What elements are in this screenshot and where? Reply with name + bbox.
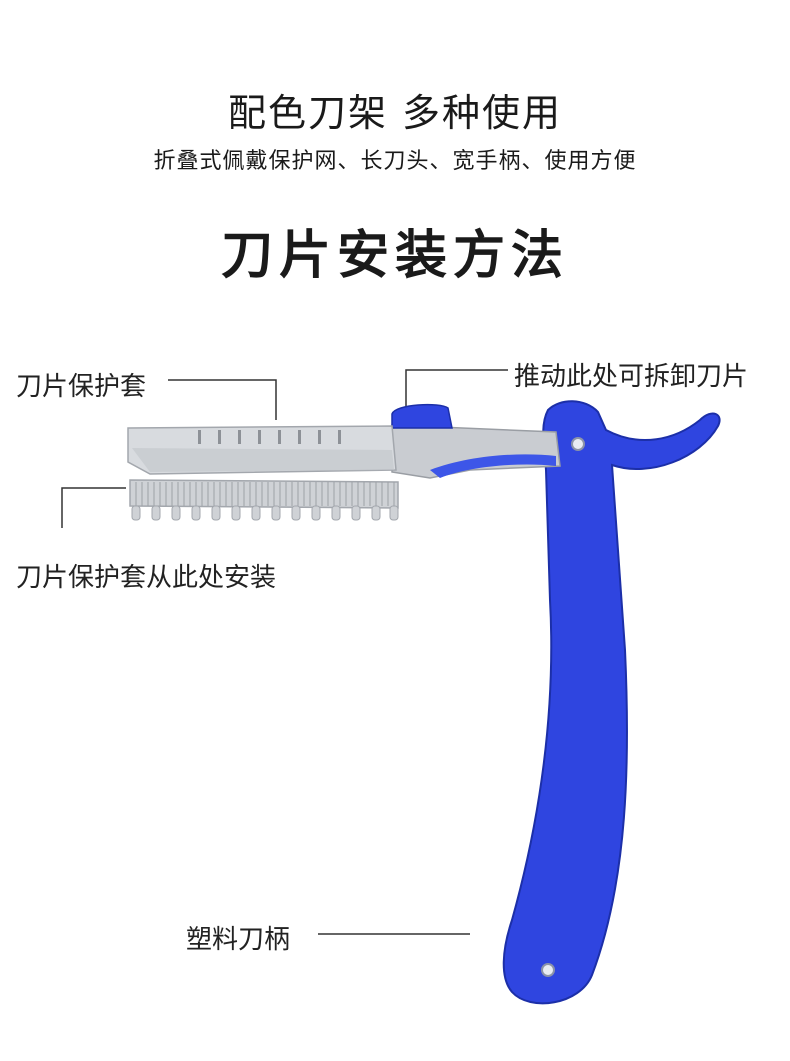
comb-guard-teeth (131, 505, 399, 521)
razor-handle (502, 400, 721, 1005)
handle-rivet-top (571, 437, 585, 451)
blade-top-shade (132, 448, 394, 472)
install-leader-line (61, 487, 126, 528)
guard-leader-line (168, 379, 277, 420)
release-slider (391, 403, 453, 429)
blade-guard-slots (198, 430, 341, 444)
guard-callout: 刀片保护套 (16, 372, 147, 402)
handle-rivet-bottom (541, 963, 555, 977)
release-callout: 推动此处可拆卸刀片 (514, 362, 749, 392)
holder-clip (430, 454, 556, 478)
install-callout: 刀片保护套从此处安装 (16, 563, 277, 593)
comb-guard-ridges (135, 482, 395, 506)
handle-callout: 塑料刀柄 (186, 925, 291, 955)
leader-lines (61, 369, 508, 935)
section-title: 刀片安装方法 (220, 226, 569, 286)
blade-holder (391, 424, 561, 479)
subline: 折叠式佩戴保护网、长刀头、宽手柄、使用方便 (153, 149, 637, 174)
headline: 配色刀架 多种使用 (227, 91, 563, 135)
release-leader-line (405, 369, 508, 410)
